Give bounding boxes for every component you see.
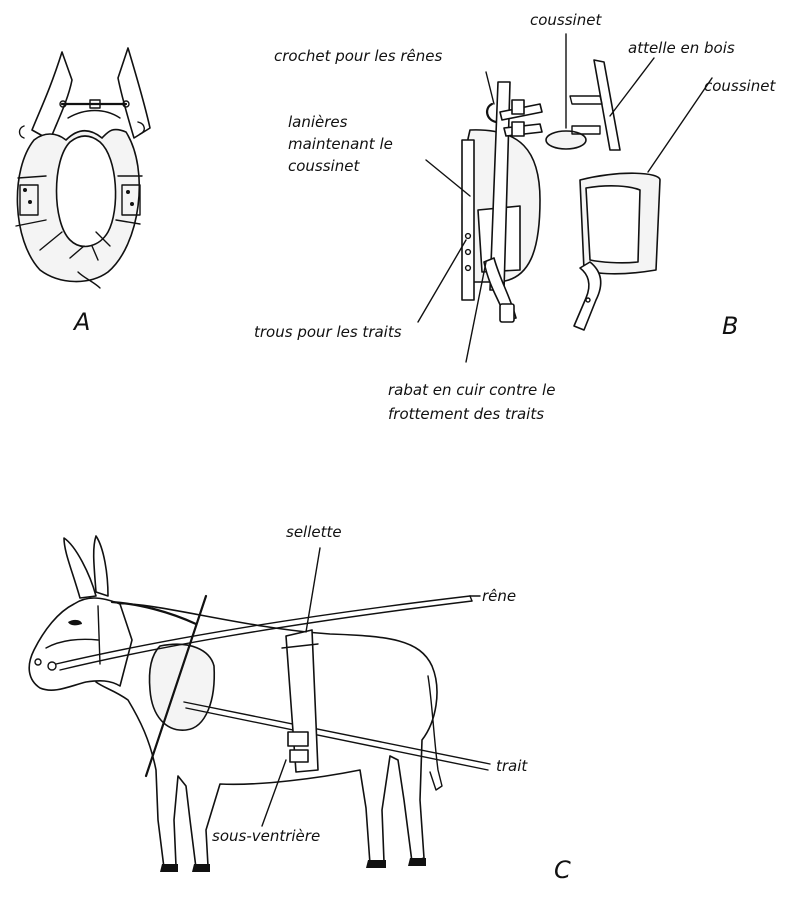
label-sous-ventriere: sous-ventrière bbox=[212, 826, 320, 847]
figure-label-c: C bbox=[554, 856, 571, 884]
label-crochet: crochet pour les rênes bbox=[274, 46, 442, 67]
collar-parts-drawing bbox=[462, 60, 660, 330]
label-coussinet-top: coussinet bbox=[530, 10, 601, 31]
label-trous: trous pour les traits bbox=[254, 322, 402, 343]
label-attelle: attelle en bois bbox=[628, 38, 735, 59]
figure-label-a: A bbox=[74, 308, 90, 336]
label-lanieres-line2: maintenant le bbox=[288, 134, 393, 155]
label-lanieres-line3: coussinet bbox=[288, 156, 359, 177]
label-coussinet-right: coussinet bbox=[704, 76, 775, 97]
label-trait: trait bbox=[496, 756, 527, 777]
label-rene: rêne bbox=[482, 586, 516, 607]
collar-front-drawing bbox=[16, 48, 150, 288]
label-sellette: sellette bbox=[286, 522, 342, 543]
figure-label-b: B bbox=[722, 312, 738, 340]
label-lanieres-line1: lanières bbox=[288, 112, 347, 133]
label-rabat-line2: frottement des traits bbox=[388, 404, 544, 425]
donkey-drawing bbox=[29, 536, 490, 872]
label-rabat-line1: rabat en cuir contre le bbox=[388, 380, 555, 401]
